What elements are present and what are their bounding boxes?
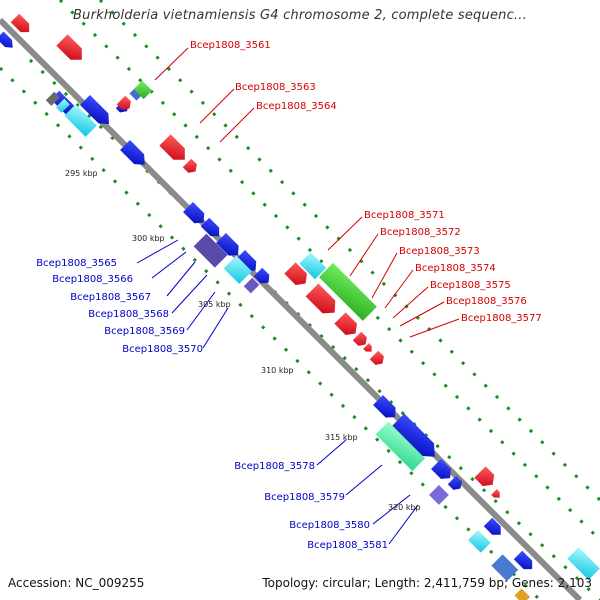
gene-arrow	[216, 233, 239, 256]
gene-label: Bcep1808_3579	[264, 492, 345, 503]
gene-box	[318, 262, 377, 321]
gene-label: Bcep1808_3565	[36, 258, 117, 269]
kbp-labels: 295 kbp 300 kbp 305 kbp 310 kbp 315 kbp …	[65, 169, 421, 512]
gene-label: Bcep1808_3577	[461, 313, 542, 324]
kbp-label: 315 kbp	[325, 433, 358, 442]
blue-leader-lines	[136, 239, 419, 545]
gene-arrow	[159, 134, 185, 160]
gene-arrow	[182, 158, 197, 173]
gene-arrow	[235, 250, 257, 272]
gene-label: Bcep1808_3571	[364, 210, 445, 221]
gene-arrow	[391, 413, 435, 457]
gene-label: Bcep1808_3573	[399, 246, 480, 257]
gene-arrow	[373, 395, 396, 418]
gene-box	[45, 91, 60, 106]
gene-arrow	[120, 140, 145, 165]
kbp-label: 310 kbp	[261, 366, 294, 375]
gene-box	[55, 98, 70, 113]
reverse-strand-genes[interactable]	[0, 31, 536, 573]
gene-label: Bcep1808_3561	[190, 40, 271, 51]
gene-arrow	[369, 350, 384, 365]
gene-arrow	[56, 34, 82, 60]
gene-label: Bcep1808_3578	[234, 461, 315, 472]
gene-arrow	[10, 13, 30, 33]
gene-label: Bcep1808_3581	[307, 540, 388, 551]
gene-label: Bcep1808_3567	[70, 292, 151, 303]
gene-arrow	[352, 331, 367, 346]
gene-box	[243, 277, 260, 294]
gene-arrow	[513, 550, 533, 570]
gene-box	[514, 588, 531, 600]
gene-label: Bcep1808_3572	[380, 227, 461, 238]
gene-label: Bcep1808_3575	[430, 280, 511, 291]
forward-strand-genes[interactable]	[10, 13, 503, 501]
gene-box	[375, 421, 426, 472]
gene-box	[299, 252, 327, 280]
map-title: Burkholderia vietnamiensis G4 chromosome…	[73, 8, 527, 23]
topology-text: Topology: circular; Length: 2,411,759 bp…	[262, 576, 592, 590]
red-leader-lines	[154, 47, 460, 338]
gene-arrow	[305, 283, 336, 314]
gene-box	[468, 530, 491, 553]
gene-arrow	[447, 475, 462, 490]
gene-label: Bcep1808_3574	[415, 263, 496, 274]
kbp-label: 300 kbp	[132, 234, 165, 243]
gene-label: Bcep1808_3564	[256, 101, 337, 112]
blue-gene-labels[interactable]: Bcep1808_3565 Bcep1808_3566 Bcep1808_356…	[36, 258, 388, 551]
kbp-label: 295 kbp	[65, 169, 98, 178]
gene-arrow	[116, 95, 131, 110]
gene-arrow	[474, 466, 495, 487]
gene-box	[133, 80, 153, 100]
gene-arrow	[491, 489, 500, 498]
gene-label: Bcep1808_3563	[235, 82, 316, 93]
gene-arrow	[253, 267, 270, 284]
gene-label: Bcep1808_3576	[446, 296, 527, 307]
gene-arrow	[80, 95, 110, 125]
gene-box	[429, 485, 449, 505]
gene-box	[567, 547, 600, 580]
gene-arrow	[363, 343, 372, 352]
outer-track-2	[98, 0, 600, 502]
gene-arrow	[334, 312, 357, 335]
gene-arrow	[183, 202, 205, 224]
inner-track-2	[0, 66, 542, 600]
gene-label: Bcep1808_3566	[52, 274, 133, 285]
gene-arrow	[0, 31, 13, 48]
kbp-label: 305 kbp	[198, 300, 231, 309]
gene-arrow	[200, 217, 220, 237]
red-gene-labels[interactable]: Bcep1808_3561 Bcep1808_3563 Bcep1808_356…	[190, 40, 542, 324]
gene-box	[491, 554, 519, 582]
gene-label: Bcep1808_3570	[122, 344, 203, 355]
gene-label: Bcep1808_3568	[88, 309, 169, 320]
gene-box	[193, 233, 228, 268]
gene-label: Bcep1808_3569	[104, 326, 185, 337]
gene-box	[64, 104, 97, 137]
gene-label: Bcep1808_3580	[289, 520, 370, 531]
accession-text: Accession: NC_009255	[8, 576, 145, 590]
kbp-label: 320 kbp	[388, 503, 421, 512]
gene-box	[223, 255, 252, 284]
